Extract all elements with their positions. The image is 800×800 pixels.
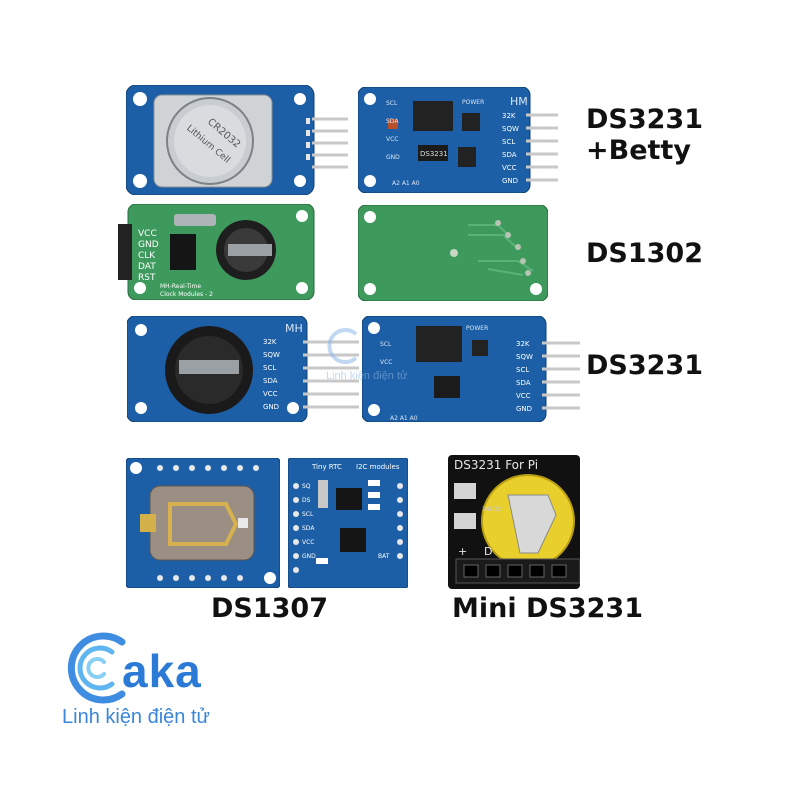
svg-text:GND: GND	[302, 553, 316, 560]
label-ds3231-betty: DS3231 +Betty	[586, 104, 704, 167]
svg-text:VCC: VCC	[263, 390, 278, 398]
svg-text:Clock Modules - 2: Clock Modules - 2	[160, 291, 213, 298]
svg-text:SDA: SDA	[302, 525, 315, 532]
ds1302-front-board: VCC GND CLK DAT RST MH-Real-Time Clock M…	[118, 204, 315, 300]
svg-text:BAT: BAT	[378, 553, 390, 560]
svg-text:A2 A1 A0: A2 A1 A0	[392, 180, 420, 187]
svg-text:D: D	[484, 545, 492, 558]
svg-text:SQW: SQW	[502, 125, 519, 133]
svg-text:DS3231: DS3231	[420, 150, 448, 158]
brand-word: aka	[122, 645, 202, 697]
mini-ds3231-board: DS3231 For Pi 24C32 + D	[448, 455, 580, 589]
svg-text:HM: HM	[510, 95, 528, 108]
svg-text:A2 A1 A0: A2 A1 A0	[390, 415, 418, 422]
svg-text:SCL: SCL	[386, 100, 398, 107]
ds3231-mh-coin-board: MH 32K SQW SCL SDA VCC GND	[127, 316, 359, 422]
svg-text:SCL: SCL	[502, 138, 515, 146]
caka-logo-icon	[67, 632, 126, 704]
svg-text:POWER: POWER	[462, 99, 484, 106]
svg-text:Tiny RTC: Tiny RTC	[311, 463, 342, 471]
ds3231-chip-board-2: POWER SCL VCC A2 A1 A0 32K SQW SCL SDA V…	[362, 316, 580, 422]
svg-text:I2C modules: I2C modules	[356, 463, 400, 471]
svg-text:DAT: DAT	[138, 262, 156, 272]
svg-text:MH: MH	[285, 322, 303, 335]
svg-text:MH-Real-Time: MH-Real-Time	[160, 283, 201, 290]
caka-logo: aka Linh kiện điện tử	[60, 628, 290, 738]
ds1302-back-board	[358, 205, 548, 301]
label-ds3231: DS3231	[586, 350, 704, 381]
svg-text:GND: GND	[516, 405, 532, 413]
svg-text:SCL: SCL	[263, 364, 276, 372]
svg-text:SDA: SDA	[386, 118, 399, 125]
brand-tagline: Linh kiện điện tử	[62, 706, 210, 728]
tiny-rtc-board: Tiny RTC I2C modules SQ DS SCL SDA VCC G…	[288, 458, 408, 588]
svg-text:GND: GND	[138, 240, 159, 250]
ds3231-coin-board: CR2032 Lithium Cell	[126, 85, 348, 195]
ds1307-coin-board	[126, 458, 280, 588]
svg-text:VCC: VCC	[502, 164, 517, 172]
label-mini-ds3231: Mini DS3231	[452, 593, 644, 624]
svg-text:DS3231 For Pi: DS3231 For Pi	[454, 458, 538, 472]
svg-text:CLK: CLK	[138, 251, 156, 261]
svg-text:GND: GND	[502, 177, 518, 185]
svg-text:SDA: SDA	[502, 151, 517, 159]
svg-text:SDA: SDA	[516, 379, 531, 387]
svg-text:DS: DS	[302, 497, 311, 504]
svg-text:32K: 32K	[516, 340, 530, 348]
caka-watermark: Linh kiện điện tử	[326, 326, 436, 396]
label-ds1307: DS1307	[211, 593, 329, 624]
svg-text:SQW: SQW	[263, 351, 280, 359]
watermark-text: Linh kiện điện tử	[326, 370, 408, 382]
svg-text:SQ: SQ	[302, 483, 311, 490]
label-ds1302: DS1302	[586, 238, 704, 269]
svg-text:+: +	[458, 545, 467, 558]
svg-text:VCC: VCC	[302, 539, 314, 546]
caka-watermark-icon	[327, 328, 358, 364]
svg-text:SCL: SCL	[380, 341, 392, 348]
svg-text:24C32: 24C32	[482, 506, 502, 513]
svg-text:POWER: POWER	[466, 325, 488, 332]
svg-text:SQW: SQW	[516, 353, 533, 361]
svg-text:RST: RST	[138, 273, 156, 283]
svg-text:32K: 32K	[502, 112, 516, 120]
svg-text:SDA: SDA	[263, 377, 278, 385]
svg-text:SCL: SCL	[302, 511, 314, 518]
svg-text:VCC: VCC	[386, 136, 398, 143]
svg-text:VCC: VCC	[516, 392, 531, 400]
svg-text:32K: 32K	[263, 338, 277, 346]
svg-text:GND: GND	[263, 403, 279, 411]
ds3231-chip-board: HM POWER DS3231 SCL SDA VCC GND A2 A1 A0…	[358, 87, 558, 193]
svg-text:SCL: SCL	[516, 366, 529, 374]
svg-text:VCC: VCC	[138, 229, 157, 239]
svg-text:GND: GND	[386, 154, 400, 161]
svg-text:VCC: VCC	[380, 359, 392, 366]
